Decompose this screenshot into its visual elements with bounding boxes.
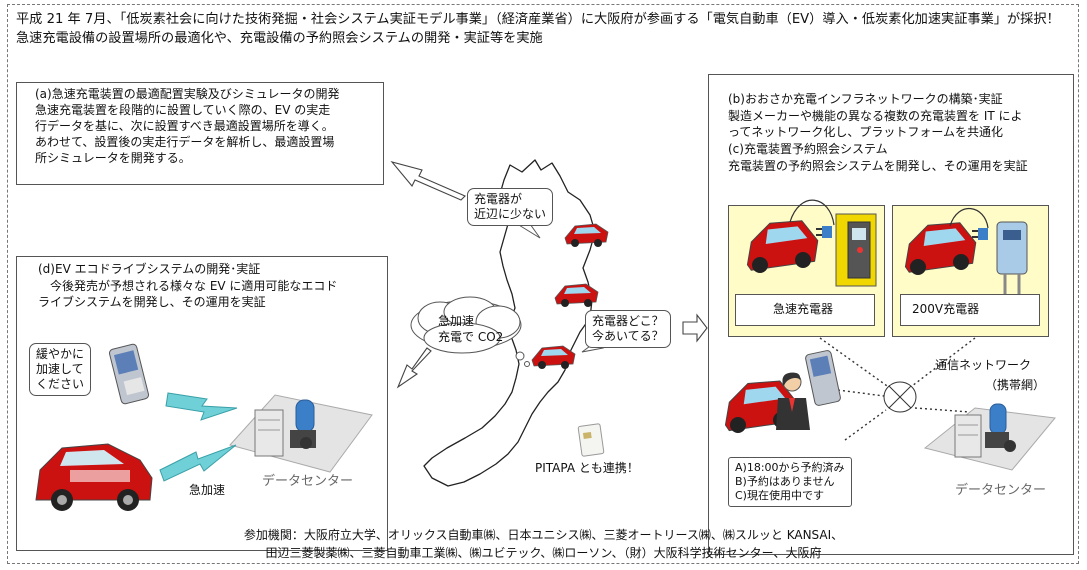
- charger-200v-post: [996, 221, 1028, 300]
- arrow-to-box-d: [396, 347, 432, 389]
- bubble-few-chargers: 充電器が 近辺に少ない: [467, 188, 554, 226]
- arrow-to-box-a: [390, 161, 466, 201]
- box-b-body: 製造メーカーや機能の異なる複数の充電装置を IT によ ってネットワーク化し、プ…: [728, 109, 1023, 139]
- network-lines: [819, 337, 976, 441]
- pitapa-label: PITAPA とも連携！: [535, 461, 639, 475]
- box-d-title: (d)EV エコドライブシステムの開発･実証: [38, 262, 261, 276]
- co2-cloud: [410, 296, 522, 354]
- lightning-car-datacenter: [159, 444, 237, 482]
- rapid-charger-plug: [816, 226, 832, 238]
- box-a-optimal-placement: [16, 82, 384, 185]
- rapid-accel-label: 急加速: [189, 483, 226, 497]
- charger-200v-plug: [972, 228, 988, 240]
- box-d-body: 今後発売が予想される様々な EV に適用可能なエコド ライブシステムを開発し、そ…: [38, 279, 338, 309]
- network-label: 通信ネットワーク: [935, 358, 1032, 372]
- rapid-charger-machine: [835, 213, 877, 287]
- lightning-phone-datacenter: [165, 392, 238, 421]
- box-a-title: (a)急速充電装置の最適配置実験及びシミュレータの開発: [35, 87, 340, 101]
- ecodrive-ev-car: [35, 443, 153, 511]
- rapid-charger-label-box: [735, 294, 875, 326]
- network-sub-label: （携帯網）: [985, 378, 1046, 392]
- phone-message-bubble: 緩やかに 加速して ください: [29, 343, 92, 396]
- map-car-3: [531, 345, 576, 369]
- arrow-to-box-bc: [682, 313, 708, 343]
- rapid-charger-car: [746, 220, 819, 273]
- charging-datacenter: [954, 403, 1016, 458]
- box-d-ecodrive: [16, 256, 388, 551]
- ecodrive-datacenter: [254, 399, 316, 457]
- driver-person: [776, 372, 810, 430]
- ecodrive-datacenter-label: データセンター: [262, 474, 354, 489]
- credits-line-1: 参加機関：大阪府立大学、オリックス自動車㈱、日本ユニシス㈱、三菱オートリース㈱、…: [243, 528, 844, 542]
- reservation-status-box: A)18:00から予約済み B)予約はありません C)現在使用中です: [728, 457, 852, 507]
- credits-line-2: 田辺三菱製薬㈱、三菱自動車工業㈱、㈱ユビテック、㈱ローソン、（財）大阪科学技術セ…: [265, 546, 822, 560]
- box-c-body: 充電装置の予約照会システムを開発し、その運用を実証: [728, 159, 1028, 173]
- box-c-title: (c)充電装置予約照会システム: [728, 142, 888, 156]
- headline: 平成 21 年 7月、「低炭素社会に向けた技術発掘・社会システム実証モデル事業」…: [16, 12, 1073, 46]
- charging-datacenter-label: データセンター: [955, 483, 1047, 498]
- box-b-title: (b)おおさか充電インフラネットワークの構築･実証: [728, 92, 1003, 106]
- bubble-where-charger: 充電器どこ？ 今あいてる？: [585, 310, 671, 348]
- network-hub: [883, 381, 917, 413]
- bubble-rapid-accel: 急加速 充電で CO2: [438, 314, 504, 344]
- charger-200v-car: [904, 222, 977, 275]
- map-car-2: [554, 283, 599, 307]
- outer-dashed-frame: [7, 4, 1079, 564]
- driver-phone: [805, 350, 841, 406]
- charger-200v-label: 200V充電器: [912, 302, 980, 316]
- map-car-1: [564, 223, 609, 247]
- pitapa-card: [577, 423, 605, 457]
- ecodrive-phone: [108, 343, 150, 405]
- box-a-body: 急速充電装置を段階的に設置していく際の、EV の実走 行データを基に、次に設置す…: [35, 103, 335, 165]
- rapid-charger-label: 急速充電器: [773, 302, 834, 316]
- charger-200v-label-box: [900, 294, 1040, 326]
